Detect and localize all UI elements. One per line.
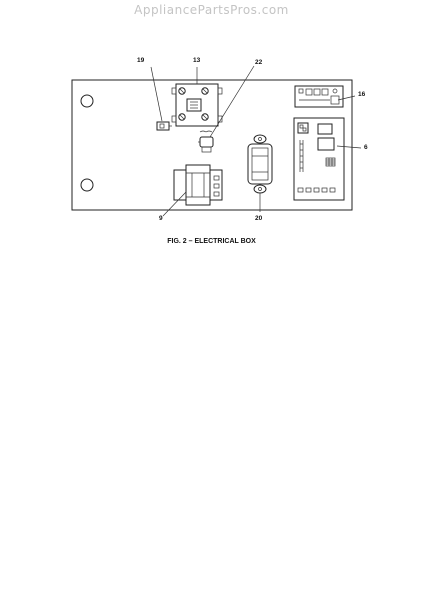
part-6-control-board bbox=[293, 117, 345, 201]
part-9-transformer bbox=[173, 164, 223, 206]
callout-6: 6 bbox=[364, 144, 368, 151]
watermark: AppliancePartsPros.com bbox=[134, 3, 289, 17]
part-22-component bbox=[198, 130, 214, 153]
part-20-coil bbox=[247, 134, 273, 194]
mounting-hole-bottom bbox=[80, 178, 94, 192]
part-13-relay bbox=[171, 83, 223, 127]
callout-22: 22 bbox=[255, 59, 263, 66]
part-19-terminal bbox=[156, 121, 172, 131]
callout-13: 13 bbox=[193, 57, 201, 64]
electrical-box-panel bbox=[71, 79, 353, 211]
callout-20: 20 bbox=[255, 215, 263, 222]
callout-9: 9 bbox=[159, 215, 163, 222]
callout-19: 19 bbox=[137, 57, 145, 64]
part-16-terminal-board bbox=[294, 85, 344, 108]
figure-caption: FIG. 2 – ELECTRICAL BOX bbox=[167, 238, 256, 245]
mounting-hole-top bbox=[80, 94, 94, 108]
leader-lines bbox=[150, 65, 362, 217]
callout-16: 16 bbox=[358, 91, 366, 98]
